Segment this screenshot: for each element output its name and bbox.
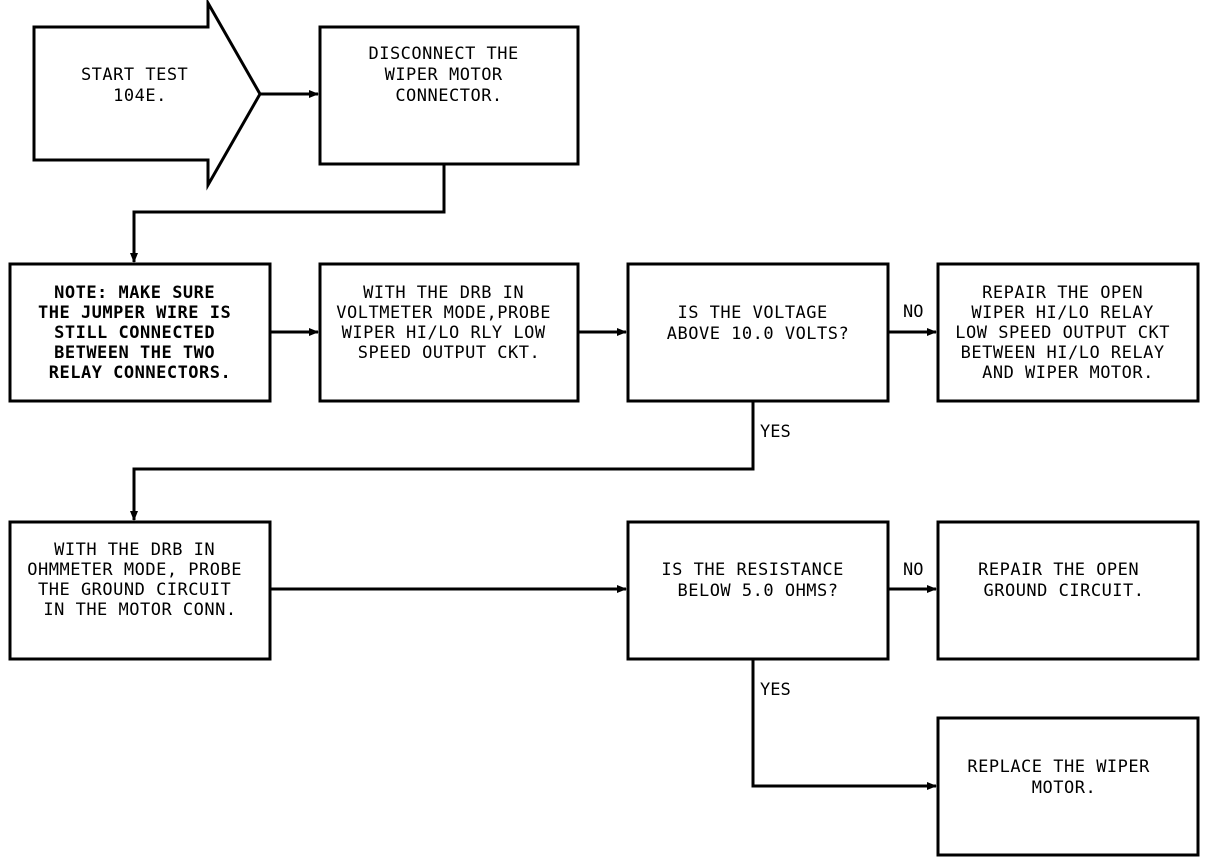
- replace-motor-step: REPLACE THE WIPER MOTOR.: [936, 716, 1200, 857]
- repair-ground-step: REPAIR THE OPEN GROUND CIRCUIT.: [936, 520, 1200, 661]
- start-arrow-shape: [32, 0, 262, 191]
- start-node: START TEST 104E.: [32, 0, 262, 191]
- voltmeter-step: WITH THE DRB IN VOLTMETER MODE,PROBE WIP…: [318, 262, 580, 403]
- note-step: NOTE: MAKE SURE THE JUMPER WIRE IS STILL…: [8, 262, 272, 403]
- resistance-yes-label: YES: [760, 680, 791, 700]
- voltage-question-box: [626, 262, 890, 403]
- note-box: [8, 262, 272, 403]
- replace-motor-label: REPLACE THE WIPER MOTOR.: [967, 757, 1160, 798]
- voltage-no-label: NO: [903, 302, 923, 322]
- connector-disconnect-to-note: [130, 164, 446, 263]
- resistance-decision: IS THE RESISTANCE BELOW 5.0 OHMS?: [626, 520, 890, 661]
- disconnect-step: DISCONNECT THE WIPER MOTOR CONNECTOR.: [318, 25, 580, 166]
- ohmmeter-box: [8, 520, 272, 661]
- voltage-yes-label: YES: [760, 422, 791, 442]
- repair-ground-box: [936, 520, 1200, 661]
- voltage-question-label: IS THE VOLTAGE ABOVE 10.0 VOLTS?: [667, 303, 850, 344]
- repair-relay-step: REPAIR THE OPEN WIPER HI/LO RELAY LOW SP…: [936, 262, 1200, 403]
- disconnect-box: [318, 25, 580, 166]
- ohmmeter-step: WITH THE DRB IN OHMMETER MODE, PROBE THE…: [8, 520, 272, 661]
- resistance-no-label: NO: [903, 560, 923, 580]
- replace-motor-box: [936, 716, 1200, 857]
- start-label: START TEST 104E.: [81, 65, 199, 106]
- ohmmeter-label: WITH THE DRB IN OHMMETER MODE, PROBE THE…: [27, 540, 252, 620]
- connector-resistance-yes: [751, 659, 937, 790]
- resistance-question-box: [626, 520, 890, 661]
- voltage-decision: IS THE VOLTAGE ABOVE 10.0 VOLTS?: [626, 262, 890, 403]
- repair-relay-label: REPAIR THE OPEN WIPER HI/LO RELAY LOW SP…: [955, 283, 1180, 383]
- resistance-question-label: IS THE RESISTANCE BELOW 5.0 OHMS?: [661, 560, 854, 601]
- connector-voltage-yes: [130, 401, 755, 521]
- repair-ground-label: REPAIR THE OPEN GROUND CIRCUIT.: [978, 560, 1150, 601]
- disconnect-label: DISCONNECT THE WIPER MOTOR CONNECTOR.: [368, 44, 529, 106]
- note-label: NOTE: MAKE SURE THE JUMPER WIRE IS STILL…: [38, 283, 242, 383]
- repair-relay-box: [936, 262, 1200, 403]
- voltmeter-label: WITH THE DRB IN VOLTMETER MODE,PROBE WIP…: [336, 283, 561, 363]
